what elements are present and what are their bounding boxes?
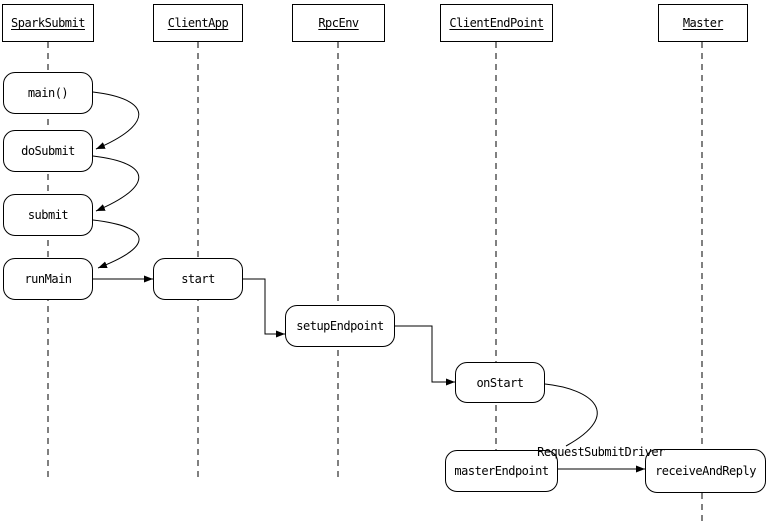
arrow-main-to-dosubmit [92,91,140,150]
activity-runmain: runMain [3,258,93,300]
activity-label: start [181,272,215,286]
lifeline-header-master: Master [658,4,748,42]
activity-receiveandreply: receiveAndReply [645,449,766,493]
activity-label: runMain [24,272,72,286]
activity-start: start [153,258,243,300]
activity-submit: submit [3,194,93,236]
lifeline-header-label: RpcEnv [318,16,359,30]
lifeline-header-clientendpoint: ClientEndPoint [440,4,553,42]
arrow-submit-to-runmain [92,219,140,269]
message-label-requestsubmitdriver: RequestSubmitDriver [537,445,665,459]
activity-setupendpoint: setupEndpoint [285,305,395,347]
activity-label: onStart [476,375,524,390]
activity-label: submit [27,208,69,222]
lifeline-header-sparksubmit: SparkSubmit [2,4,94,42]
arrow-onstart-to-masterendpoint [544,383,598,447]
activity-label: masterEndpoint [454,464,549,478]
lifeline-header-rpcenv: RpcEnv [292,4,385,42]
lifeline-header-label: Master [682,16,724,30]
arrow-dosubmit-to-submit [92,155,140,212]
lifeline-header-label: SparkSubmit [11,16,85,30]
activity-dosubmit: doSubmit [3,130,93,172]
activity-main: main() [3,72,93,114]
arrow-start-to-setupendpoint [243,278,285,338]
lifeline-header-clientapp: ClientApp [153,4,243,42]
activity-label: main() [27,86,69,100]
activity-label: doSubmit [21,144,75,158]
lifeline-header-label: ClientApp [167,16,229,30]
activity-label: setupEndpoint [296,319,384,333]
arrow-setupendpoint-to-onstart [395,325,455,386]
activity-onstart: onStart [455,362,545,403]
lifeline-header-label: ClientEndPoint [449,16,544,30]
activity-masterendpoint: masterEndpoint [445,450,558,492]
activity-label: receiveAndReply [655,464,756,478]
